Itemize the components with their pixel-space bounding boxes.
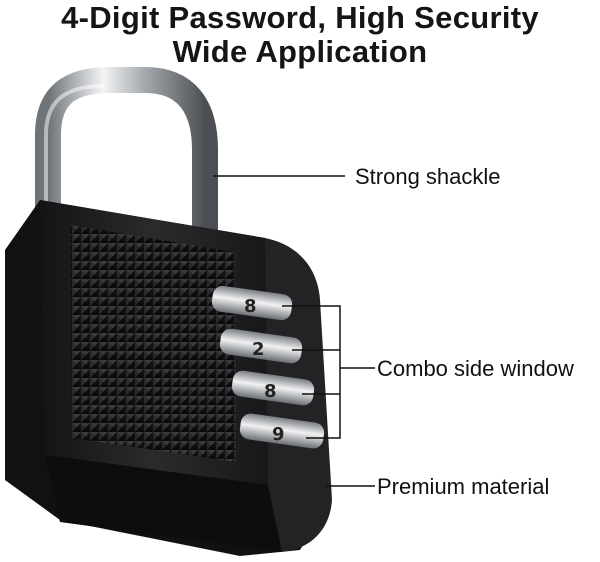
callout-premium-material: Premium material bbox=[377, 474, 550, 499]
dial-1-digit: 8 bbox=[244, 296, 257, 317]
dial-3-digit: 8 bbox=[264, 381, 277, 402]
dial-4-digit: 9 bbox=[272, 424, 285, 445]
dial-1[interactable]: 8 bbox=[211, 285, 294, 322]
dial-4[interactable]: 9 bbox=[239, 412, 326, 449]
headline-line-1: 4-Digit Password, High Security bbox=[61, 0, 539, 35]
callout-combo-side-window: Combo side window bbox=[377, 356, 574, 381]
callout-strong-shackle: Strong shackle bbox=[355, 164, 501, 189]
dial-2[interactable]: 2 bbox=[219, 327, 304, 364]
shackle bbox=[35, 67, 218, 250]
headline-line-2: Wide Application bbox=[172, 34, 428, 69]
combination-dials: 8 2 8 9 bbox=[211, 285, 326, 449]
callout-lines bbox=[213, 175, 375, 487]
dial-3[interactable]: 8 bbox=[231, 369, 316, 406]
callout-line-combo-bracket bbox=[282, 305, 341, 439]
dial-2-digit: 2 bbox=[252, 339, 265, 360]
